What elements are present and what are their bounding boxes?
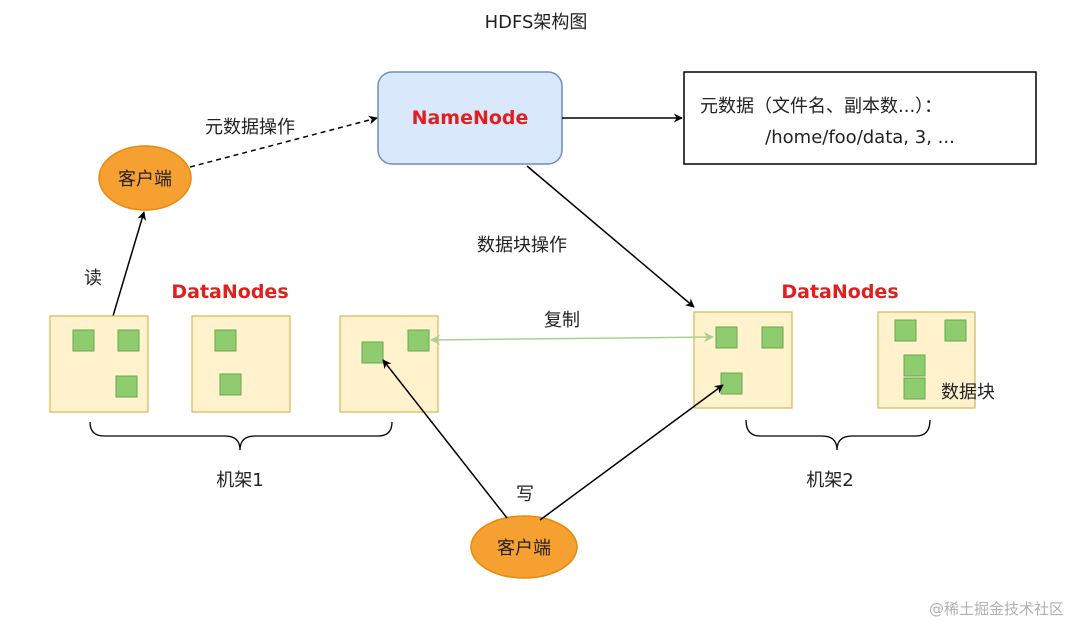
- client-top[interactable]: 客户端: [98, 145, 192, 211]
- data-block: [903, 377, 926, 400]
- rack1-brace: [89, 421, 393, 451]
- namenode-label: NameNode: [412, 107, 529, 129]
- datanode-rack1-1[interactable]: [49, 315, 149, 413]
- namenode-box[interactable]: NameNode: [377, 71, 563, 165]
- data-block: [115, 375, 138, 398]
- data-block-label: 数据块: [941, 382, 995, 403]
- datanode-rack2-2[interactable]: [877, 311, 976, 409]
- datanode-rack2-1[interactable]: [693, 311, 793, 409]
- metadata-line2: /home/foo/data, 3, ...: [765, 127, 955, 148]
- datanodes-label-rack1: DataNodes: [171, 281, 288, 303]
- metadata-line1: 元数据（文件名、副本数...）：: [700, 96, 942, 117]
- rack2-brace: [745, 419, 931, 451]
- read-arrow: [112, 211, 146, 317]
- rack1-label: 机架1: [216, 470, 263, 491]
- client-bottom[interactable]: 客户端: [470, 515, 578, 579]
- client-bottom-label: 客户端: [497, 538, 551, 559]
- write-label: 写: [516, 484, 534, 505]
- data-block: [903, 354, 926, 377]
- write-arrow-rack2: [539, 384, 724, 521]
- replication-label: 复制: [544, 310, 580, 331]
- data-block: [361, 341, 384, 364]
- datanode-rack1-3[interactable]: [339, 315, 439, 413]
- metadata-box: 元数据（文件名、副本数...）： /home/foo/data, 3, ...: [683, 71, 1037, 165]
- write-arrow-rack1: [382, 359, 508, 519]
- diagram-title: HDFS架构图: [485, 12, 588, 33]
- data-block: [214, 329, 237, 352]
- rack2-label: 机架2: [806, 470, 853, 491]
- metadata-ops-label: 元数据操作: [205, 117, 295, 138]
- datanode-rack1-2[interactable]: [191, 315, 291, 413]
- read-label: 读: [84, 268, 102, 289]
- data-block: [72, 329, 95, 352]
- data-block: [117, 329, 140, 352]
- data-block: [715, 326, 738, 349]
- data-block: [407, 329, 430, 352]
- data-block: [720, 372, 743, 395]
- block-ops-arrow: [526, 165, 695, 308]
- data-block: [761, 326, 784, 349]
- data-block: [944, 319, 967, 342]
- data-block: [894, 319, 917, 342]
- block-ops-label: 数据块操作: [477, 235, 567, 256]
- datanodes-label-rack2: DataNodes: [781, 281, 898, 303]
- replication-arrow: [430, 332, 714, 345]
- watermark: @稀土掘金技术社区: [929, 600, 1064, 618]
- data-block: [219, 373, 242, 396]
- client-top-label: 客户端: [118, 169, 172, 190]
